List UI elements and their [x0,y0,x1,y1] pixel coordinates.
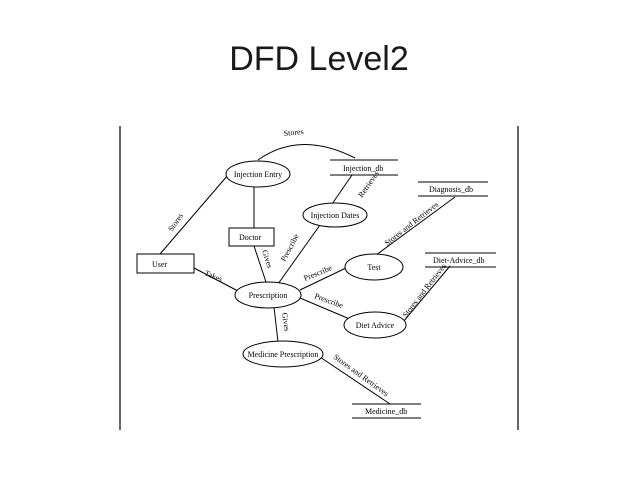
process-injection-entry [225,160,291,188]
flow-line-prescription-diet [299,297,353,321]
flow-line-prescription-medicine [273,306,279,343]
flow-label-prescribe-diet: Prescribe [313,291,344,310]
flow-line-doctor-prescription [253,245,267,283]
entity-doctor-box [228,227,275,247]
flow-line-user-prescription [193,267,239,292]
flow-label-prescribe-dates: Prescribe [279,232,301,263]
process-injection-dates-label: Injection Dates [311,211,360,220]
flow-line-user-injection-entry [159,174,229,255]
process-prescription-label: Prescription [249,291,288,300]
process-injection-dates [302,202,368,228]
flow-label-gives-doctor: Gives [260,249,274,270]
entity-doctor-label: Doctor [239,233,262,242]
flow-label-takes: Takes [203,269,224,284]
flow-label-stores-user: Stores [166,212,185,234]
flow-line-stores-top [257,144,356,161]
process-medicine-prescription-label: Medicine Prescription [248,350,319,359]
flow-label-prescribe-test: Prescribe [302,263,333,283]
process-diet-advice-label: Diet Advice [356,321,395,330]
entity-user-label: User [152,260,167,269]
flow-label-stores-top: Stores [283,127,304,138]
process-prescription [234,281,302,309]
flow-line-medicine-medicine-db [319,356,391,405]
flow-label-gives-medicine: Gives [280,312,292,332]
flow-line-prescription-test [299,267,347,291]
process-injection-entry-label: Injection Entry [234,170,282,179]
flow-line-test-diagnosis-db [371,196,456,259]
flow-label-retrieves: Retrieves [356,169,381,199]
process-medicine-prescription [242,340,324,368]
store-diet-advice-db-label: Diet-Advice_db [433,256,485,265]
flow-line-diet-diet-db [397,265,451,329]
store-injection-db-label: Injection_db [343,164,383,173]
process-test [344,253,404,281]
entity-user-box [136,253,195,274]
store-medicine-db-label: Medicine_db [365,407,407,416]
flow-label-stores-and-retrieves-diagnosis: Stores and Retrieves [383,200,440,248]
store-diagnosis-db-label: Diagnosis_db [429,185,473,194]
flow-line-dates-injection-db [331,174,353,205]
process-test-label: Test [367,263,381,272]
flow-label-stores-and-retrieves-medicine: Stores and Retrieves [332,352,390,398]
flow-line-prescription-dates [277,224,321,285]
flow-label-stores-and-retrieves-diet: Stores and Retrieves [400,262,448,319]
process-diet-advice [343,311,407,339]
slide-title: DFD Level2 [229,40,409,78]
